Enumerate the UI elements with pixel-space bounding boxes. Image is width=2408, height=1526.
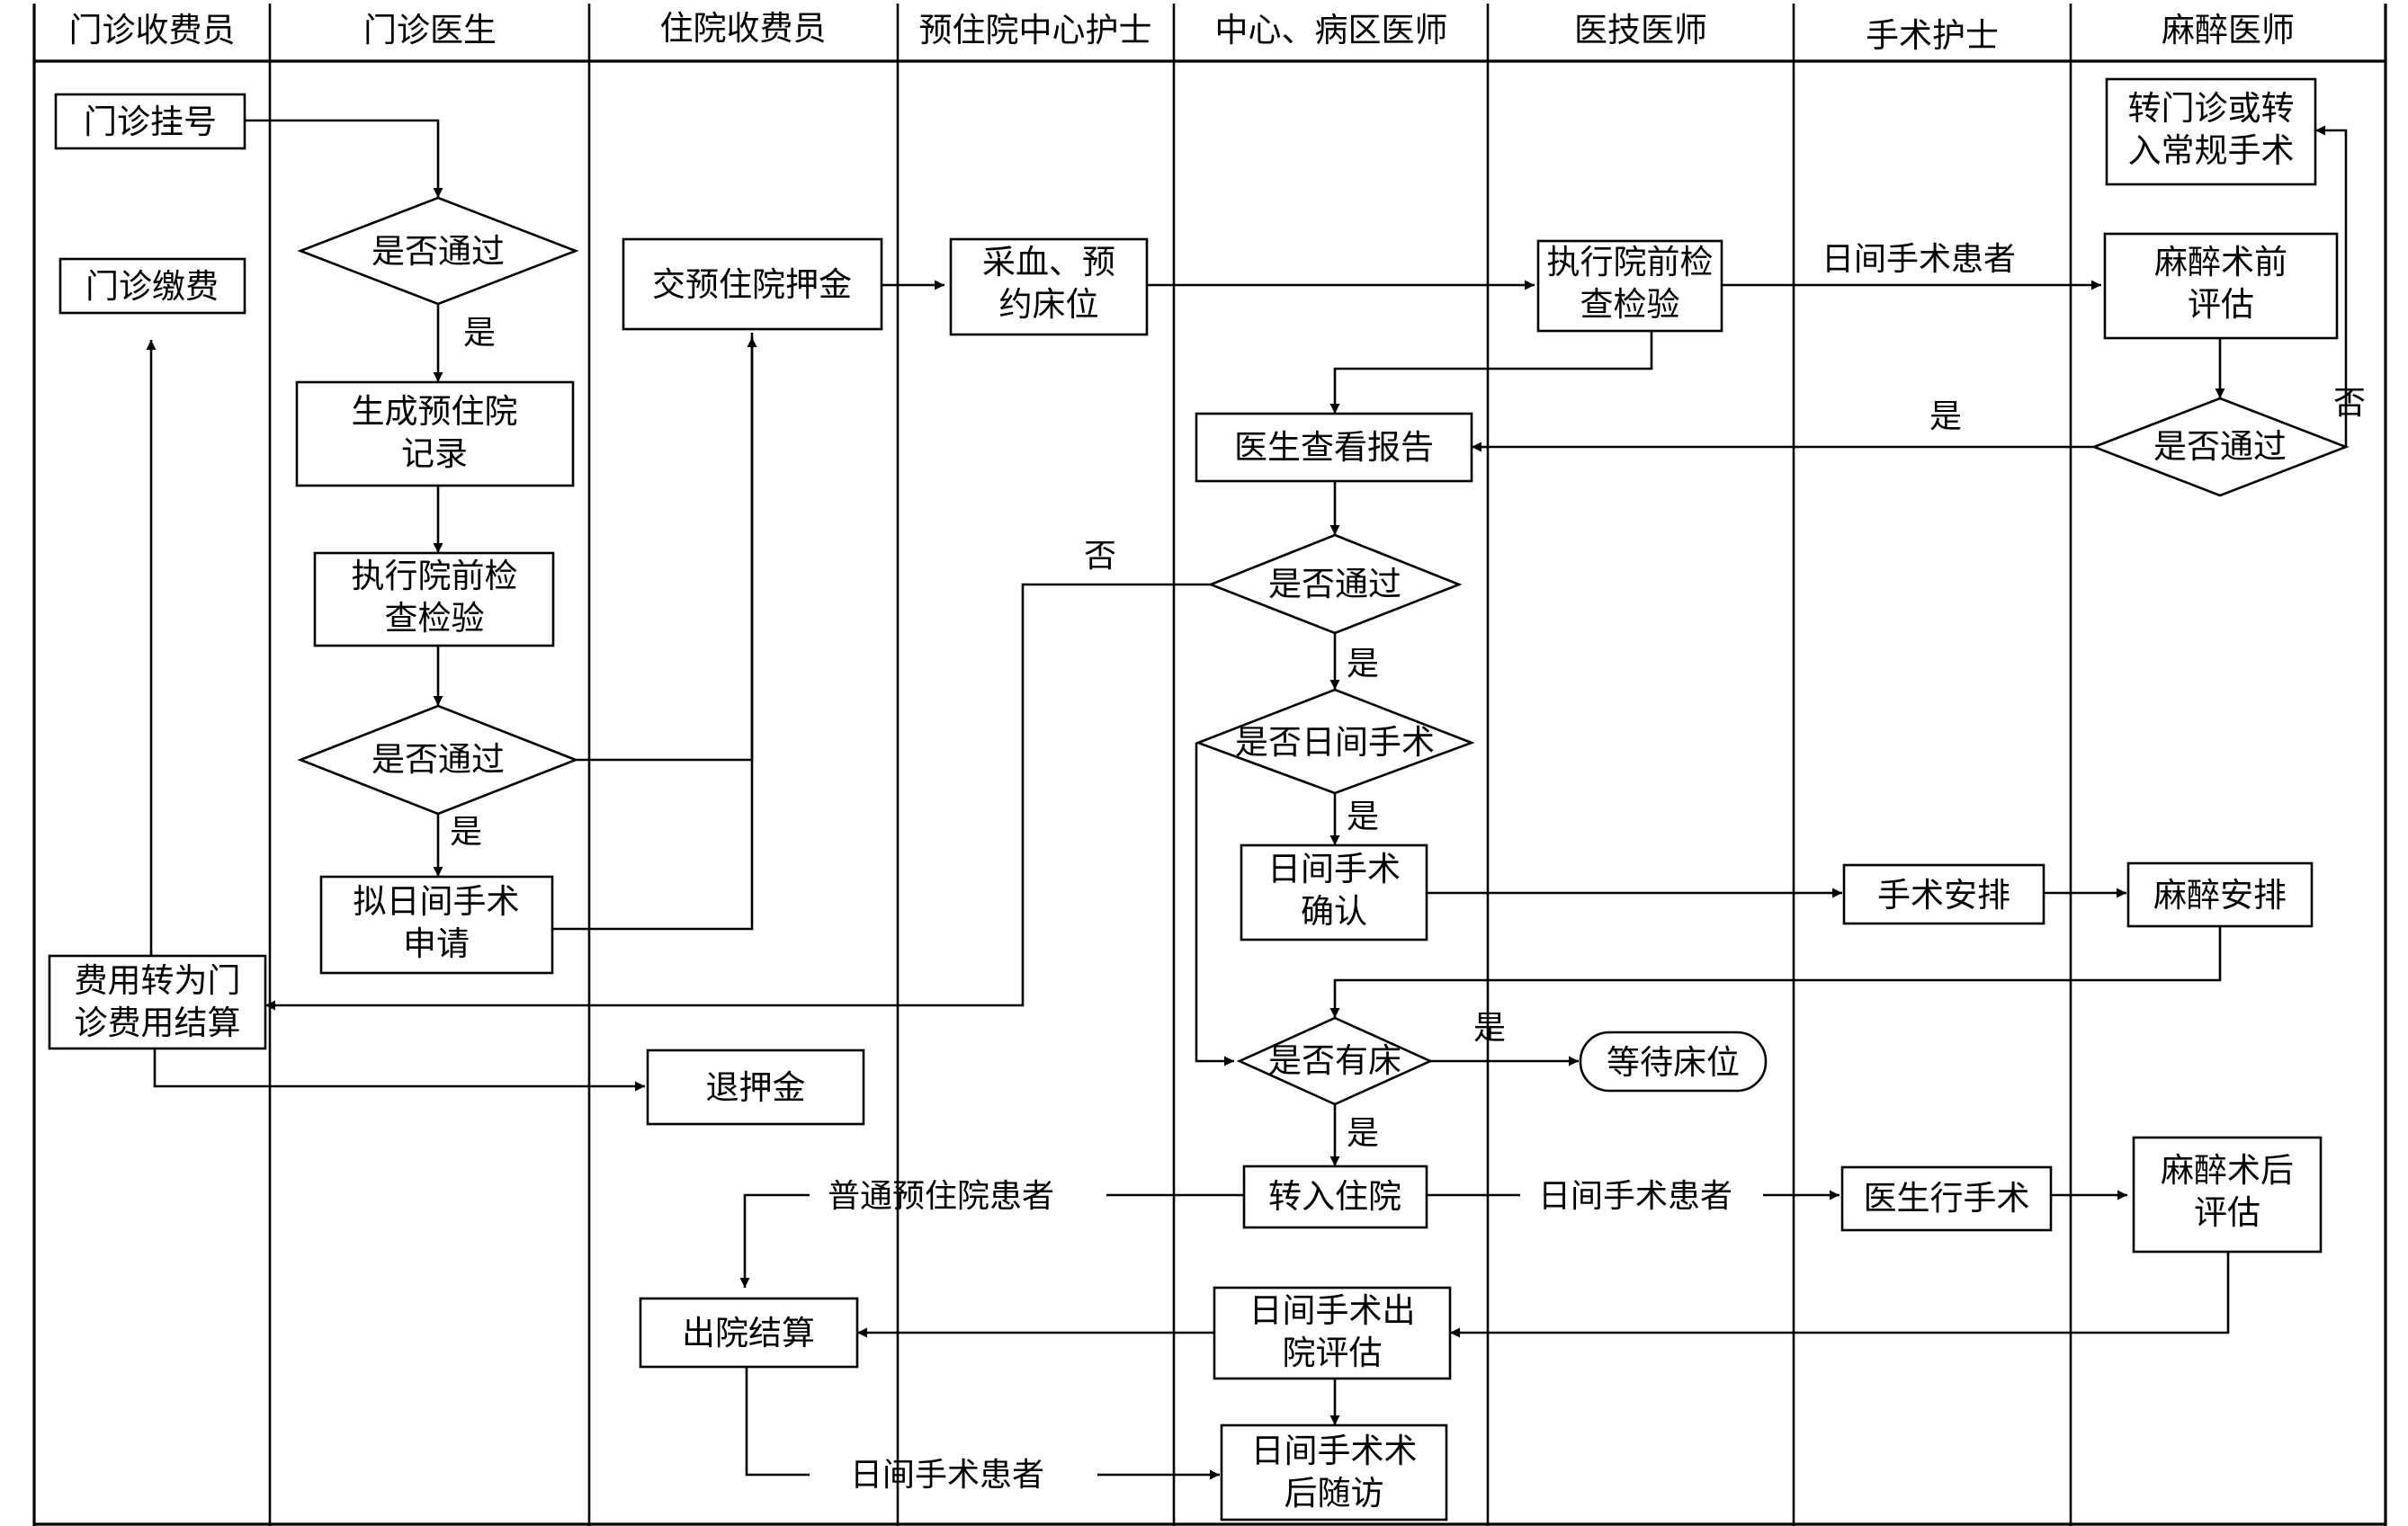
svg-text:转入住院: 转入住院 bbox=[1268, 1177, 1401, 1216]
svg-text:等待床位: 等待床位 bbox=[1607, 1043, 1740, 1082]
edge-labels: 是 是 否 是 是 是 是 是 否 日间手术患者 普通预住院患者 日间手术患者 … bbox=[450, 241, 2366, 1494]
edge-label-yes-4: 是 bbox=[1929, 398, 1962, 435]
node-day-surgery-discharge-eval: 日间手术出 院评估 bbox=[1213, 1286, 1452, 1380]
node-surgery-schedule: 手术安排 bbox=[1842, 863, 2045, 925]
node-pre-admission-exam-2: 执行院前检 查检验 bbox=[1536, 239, 1723, 333]
lane-header-anesthesiologist: 麻醉医师 bbox=[2162, 11, 2295, 49]
decision-is-day-surgery: 是否日间手术 bbox=[1195, 688, 1475, 795]
decision-pass-check-3: 是否通过 bbox=[1207, 533, 1463, 635]
node-fee-convert: 费用转为门 诊费用结算 bbox=[48, 954, 267, 1050]
svg-text:转门诊或转: 转门诊或转 bbox=[2128, 89, 2295, 128]
svg-text:院评估: 院评估 bbox=[1283, 1334, 1383, 1372]
edge-label-yes-1: 是 bbox=[463, 315, 496, 352]
lane-header-outpatient-doctor: 门诊医生 bbox=[363, 11, 497, 49]
svg-text:诊费用结算: 诊费用结算 bbox=[75, 1004, 241, 1042]
decision-pass-check-2: 是否通过 bbox=[297, 704, 579, 816]
svg-text:麻醉术后: 麻醉术后 bbox=[2161, 1151, 2294, 1190]
node-blood-draw-bed-booking: 采血、预 约床位 bbox=[949, 237, 1149, 336]
node-day-surgery-followup: 日间手术术 后随访 bbox=[1220, 1423, 1448, 1522]
connectors bbox=[146, 119, 2348, 1480]
svg-text:确认: 确认 bbox=[1301, 892, 1367, 931]
node-pre-admission-exam-1: 执行院前检 查检验 bbox=[313, 551, 555, 647]
node-registration: 门诊挂号 bbox=[54, 93, 246, 150]
svg-text:门诊挂号: 门诊挂号 bbox=[84, 103, 217, 141]
svg-text:医生行手术: 医生行手术 bbox=[1864, 1179, 2030, 1218]
node-wait-for-bed: 等待床位 bbox=[1579, 1031, 1768, 1093]
lane-header-medtech-doctor: 医技医师 bbox=[1574, 11, 1707, 49]
svg-text:日间手术出: 日间手术出 bbox=[1249, 1291, 1416, 1330]
svg-text:日间手术: 日间手术 bbox=[1267, 850, 1401, 888]
node-refund-deposit: 退押金 bbox=[646, 1049, 865, 1126]
svg-text:是否有床: 是否有床 bbox=[1268, 1041, 1401, 1080]
swimlane-frame bbox=[32, 4, 2387, 1526]
svg-text:采血、预: 采血、预 bbox=[982, 243, 1115, 281]
node-discharge-settlement: 出院结算 bbox=[639, 1297, 859, 1369]
node-transfer-outpatient-or-regular: 转门诊或转 入常规手术 bbox=[2105, 77, 2317, 186]
svg-text:查检验: 查检验 bbox=[1580, 285, 1680, 324]
lane-header-pre-admission-nurse: 预住院中心护士 bbox=[919, 11, 1152, 49]
node-doctor-view-report: 医生查看报告 bbox=[1195, 412, 1473, 483]
decision-has-bed: 是否有床 bbox=[1236, 1016, 1434, 1106]
svg-text:麻醉安排: 麻醉安排 bbox=[2153, 876, 2287, 915]
svg-text:费用转为门: 费用转为门 bbox=[75, 961, 241, 1000]
svg-text:是否日间手术: 是否日间手术 bbox=[1235, 723, 1435, 762]
svg-text:手术安排: 手术安排 bbox=[1877, 876, 2010, 915]
svg-text:出院结算: 出院结算 bbox=[682, 1314, 815, 1352]
svg-text:生成预住院: 生成预住院 bbox=[352, 392, 518, 431]
svg-text:交预住院押金: 交预住院押金 bbox=[652, 265, 852, 304]
node-pay-deposit: 交预住院押金 bbox=[622, 237, 883, 331]
node-anesthesia-pre-eval: 麻醉术前 评估 bbox=[2103, 232, 2339, 340]
node-anesthesia-schedule: 麻醉安排 bbox=[2126, 861, 2314, 928]
lane-header-surgical-nurse: 手术护士 bbox=[1866, 16, 1999, 55]
edge-label-no-3: 否 bbox=[1084, 538, 1116, 575]
svg-text:约床位: 约床位 bbox=[999, 285, 1099, 324]
svg-text:执行院前检: 执行院前检 bbox=[352, 557, 518, 595]
decision-pass-check-1: 是否通过 bbox=[297, 196, 579, 306]
edge-label-ordinary-patient: 普通预住院患者 bbox=[828, 1178, 1054, 1215]
node-day-surgery-application: 拟日间手术 申请 bbox=[319, 875, 554, 975]
lane-header-inpatient-cashier: 住院收费员 bbox=[660, 9, 827, 48]
svg-text:是否通过: 是否通过 bbox=[371, 740, 505, 779]
node-day-surgery-confirm: 日间手术 确认 bbox=[1240, 843, 1428, 941]
lane-header-center-ward-doctor: 中心、病区医师 bbox=[1215, 11, 1448, 49]
edge-label-no-4: 否 bbox=[2333, 385, 2366, 422]
lane-header-outpatient-cashier: 门诊收费员 bbox=[69, 11, 236, 49]
svg-text:拟日间手术: 拟日间手术 bbox=[354, 882, 520, 921]
edge-label-day-patient-bottom: 日间手术患者 bbox=[850, 1457, 1044, 1494]
svg-text:麻醉术前: 麻醉术前 bbox=[2154, 243, 2287, 281]
edge-label-yes-has-bed: 是 bbox=[1347, 1115, 1379, 1152]
edge-label-yes-2: 是 bbox=[450, 814, 482, 851]
svg-text:退押金: 退押金 bbox=[706, 1068, 806, 1107]
node-generate-pre-admission-record: 生成预住院 记录 bbox=[295, 380, 575, 487]
svg-text:后随访: 后随访 bbox=[1285, 1474, 1384, 1513]
node-outpatient-payment: 门诊缴费 bbox=[58, 257, 246, 315]
svg-text:入常规手术: 入常规手术 bbox=[2128, 131, 2295, 170]
svg-text:执行院前检: 执行院前检 bbox=[1547, 243, 1714, 281]
edge-label-day-patient-mid: 日间手术患者 bbox=[1538, 1178, 1732, 1215]
svg-text:是否通过: 是否通过 bbox=[1268, 565, 1401, 603]
svg-text:申请: 申请 bbox=[403, 924, 470, 963]
svg-text:记录: 记录 bbox=[401, 434, 468, 473]
svg-text:医生查看报告: 医生查看报告 bbox=[1234, 428, 1434, 467]
svg-text:评估: 评估 bbox=[2188, 285, 2254, 324]
svg-text:查检验: 查检验 bbox=[385, 599, 485, 638]
decision-pass-check-4: 是否通过 bbox=[2090, 397, 2350, 497]
node-anesthesia-post-eval: 麻醉术后 评估 bbox=[2132, 1136, 2323, 1254]
edge-label-yes-3: 是 bbox=[1347, 646, 1379, 683]
svg-text:评估: 评估 bbox=[2194, 1193, 2260, 1232]
edge-label-day-patient-top: 日间手术患者 bbox=[1822, 241, 2016, 278]
svg-text:日间手术术: 日间手术术 bbox=[1251, 1432, 1418, 1470]
svg-text:门诊缴费: 门诊缴费 bbox=[85, 267, 219, 306]
node-admit-to-hospital: 转入住院 bbox=[1242, 1165, 1428, 1229]
edge-label-yes-day-surgery: 是 bbox=[1347, 799, 1379, 835]
node-doctor-operates: 医生行手术 bbox=[1840, 1165, 2053, 1232]
svg-text:是否通过: 是否通过 bbox=[2153, 427, 2287, 466]
lane-headers: 门诊收费员 门诊医生 住院收费员 预住院中心护士 中心、病区医师 医技医师 手术… bbox=[69, 9, 2296, 55]
svg-text:是否通过: 是否通过 bbox=[371, 232, 505, 271]
edge-label-has-bed-right: 是 bbox=[1473, 1010, 1506, 1047]
